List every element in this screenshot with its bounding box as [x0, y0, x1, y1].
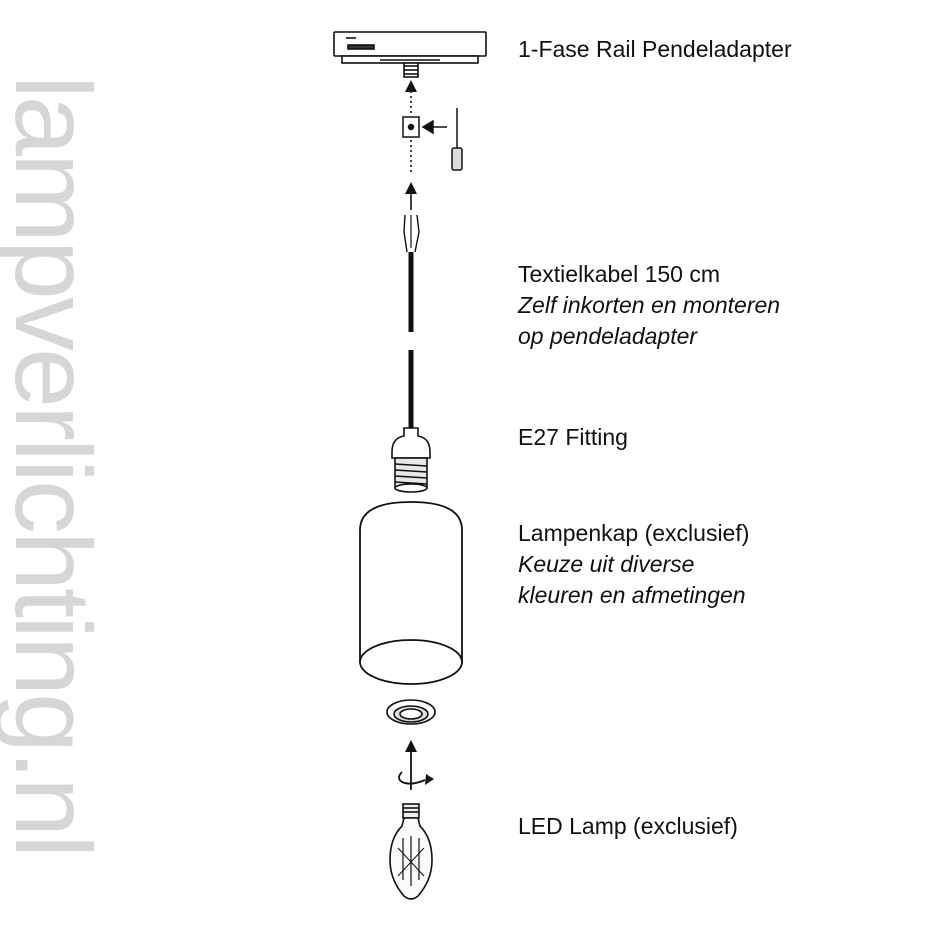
screwdriver-icon — [421, 108, 463, 171]
label-fitting: E27 Fitting — [518, 422, 628, 453]
label-rail-adapter: 1-Fase Rail Pendeladapter — [518, 34, 792, 65]
fitting-title: E27 Fitting — [518, 424, 628, 450]
screw-terminal-icon — [402, 116, 420, 138]
bulb-title: LED Lamp (exclusief) — [518, 813, 738, 839]
ring-icon — [386, 699, 436, 725]
label-bulb: LED Lamp (exclusief) — [518, 811, 738, 842]
cable-icon — [403, 214, 420, 428]
label-shade: Lampenkap (exclusief) Keuze uit diverse … — [518, 518, 749, 611]
shade-note-line2: kleuren en afmetingen — [518, 582, 746, 608]
fitting-icon — [391, 427, 431, 493]
shade-icon — [359, 501, 463, 685]
cable-title: Textielkabel 150 cm — [518, 261, 720, 287]
shade-note-line1: Keuze uit diverse — [518, 551, 695, 577]
bulb-icon — [389, 803, 433, 900]
upper-assembly-arrow — [405, 80, 417, 113]
rail-adapter-title: 1-Fase Rail Pendeladapter — [518, 36, 792, 62]
label-cable: Textielkabel 150 cm Zelf inkorten en mon… — [518, 259, 780, 352]
rail-adapter-icon — [333, 31, 487, 78]
lower-assembly-arrow — [405, 140, 417, 210]
cable-note-line1: Zelf inkorten en monteren — [518, 292, 781, 318]
rotate-arrow-icon — [398, 740, 434, 790]
cable-note-line2: op pendeladapter — [518, 323, 698, 349]
shade-title: Lampenkap (exclusief) — [518, 520, 750, 546]
